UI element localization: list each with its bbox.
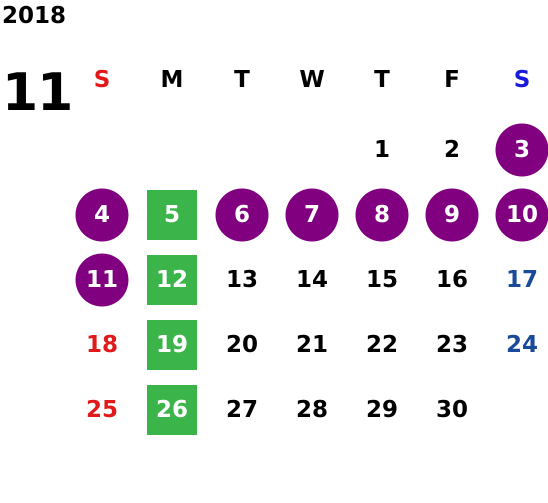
day-number: 11: [85, 267, 118, 293]
day-cell-20[interactable]: 20: [212, 320, 272, 370]
day-cell-13[interactable]: 13: [212, 255, 272, 305]
day-cell-22[interactable]: 22: [352, 320, 412, 370]
day-cell-27[interactable]: 27: [212, 385, 272, 435]
day-cell-6[interactable]: 6: [212, 188, 272, 242]
day-cell-12[interactable]: 12: [142, 255, 202, 305]
circle-marker: [285, 188, 339, 242]
weekday-header: F: [444, 67, 460, 93]
day-number: 29: [365, 397, 398, 423]
day-cell-14[interactable]: 14: [282, 255, 342, 305]
day-number: 9: [443, 202, 460, 228]
circle-marker: [75, 253, 129, 307]
day-number: 25: [85, 397, 118, 423]
day-number: 26: [155, 397, 188, 423]
day-cell-29[interactable]: 29: [352, 385, 412, 435]
circle-marker: [495, 188, 548, 242]
day-cell-11[interactable]: 11: [72, 253, 132, 307]
day-cell-23[interactable]: 23: [422, 320, 482, 370]
day-number: 18: [85, 332, 118, 358]
day-cell-19[interactable]: 19: [142, 320, 202, 370]
square-marker: [147, 385, 197, 435]
day-cell-21[interactable]: 21: [282, 320, 342, 370]
day-cell-5[interactable]: 5: [142, 190, 202, 240]
circle-marker: [75, 188, 129, 242]
day-number: 15: [365, 267, 398, 293]
day-number: 2: [443, 137, 460, 163]
day-number: 27: [225, 397, 258, 423]
day-cell-9[interactable]: 9: [422, 188, 482, 242]
weekday-header: S: [513, 67, 531, 93]
day-number: 7: [303, 202, 320, 228]
circle-marker: [495, 123, 548, 177]
day-cell-2[interactable]: 2: [422, 125, 482, 175]
day-cell-24[interactable]: 24: [492, 320, 548, 370]
day-number: 20: [225, 332, 258, 358]
circle-marker: [215, 188, 269, 242]
circle-marker: [355, 188, 409, 242]
day-cell-17[interactable]: 17: [492, 255, 548, 305]
day-cell-16[interactable]: 16: [422, 255, 482, 305]
day-cell-8[interactable]: 8: [352, 188, 412, 242]
square-marker: [147, 320, 197, 370]
day-number: 6: [233, 202, 250, 228]
day-number: 17: [505, 267, 538, 293]
month-number: 11: [2, 63, 73, 123]
day-cell-18[interactable]: 18: [72, 320, 132, 370]
day-number: 21: [295, 332, 328, 358]
day-cell-4[interactable]: 4: [72, 188, 132, 242]
weekday-header: M: [160, 67, 184, 93]
day-number: 22: [365, 332, 398, 358]
day-number: 24: [505, 332, 538, 358]
day-cell-25[interactable]: 25: [72, 385, 132, 435]
day-number: 28: [295, 397, 328, 423]
day-cell-10[interactable]: 10: [492, 188, 548, 242]
day-number: 8: [373, 202, 390, 228]
day-number: 16: [435, 267, 468, 293]
day-number: 5: [163, 202, 180, 228]
weekday-header: W: [299, 67, 325, 93]
square-marker: [147, 255, 197, 305]
day-number: 13: [225, 267, 258, 293]
day-number: 14: [295, 267, 328, 293]
day-cell-30[interactable]: 30: [422, 385, 482, 435]
day-number: 1: [373, 137, 390, 163]
weekday-header: S: [93, 67, 111, 93]
year-label: 2018: [2, 3, 67, 29]
day-cell-1[interactable]: 1: [352, 125, 412, 175]
day-cell-28[interactable]: 28: [282, 385, 342, 435]
day-number: 3: [513, 137, 530, 163]
square-marker: [147, 190, 197, 240]
day-cell-15[interactable]: 15: [352, 255, 412, 305]
weekday-header: T: [234, 67, 250, 93]
weekday-header: T: [374, 67, 390, 93]
day-number: 10: [505, 202, 538, 228]
day-cell-3[interactable]: 3: [492, 123, 548, 177]
day-number: 30: [435, 397, 468, 423]
day-cell-26[interactable]: 26: [142, 385, 202, 435]
day-number: 19: [155, 332, 188, 358]
day-number: 4: [93, 202, 110, 228]
day-cell-7[interactable]: 7: [282, 188, 342, 242]
day-number: 23: [435, 332, 468, 358]
circle-marker: [425, 188, 479, 242]
day-number: 12: [155, 267, 188, 293]
